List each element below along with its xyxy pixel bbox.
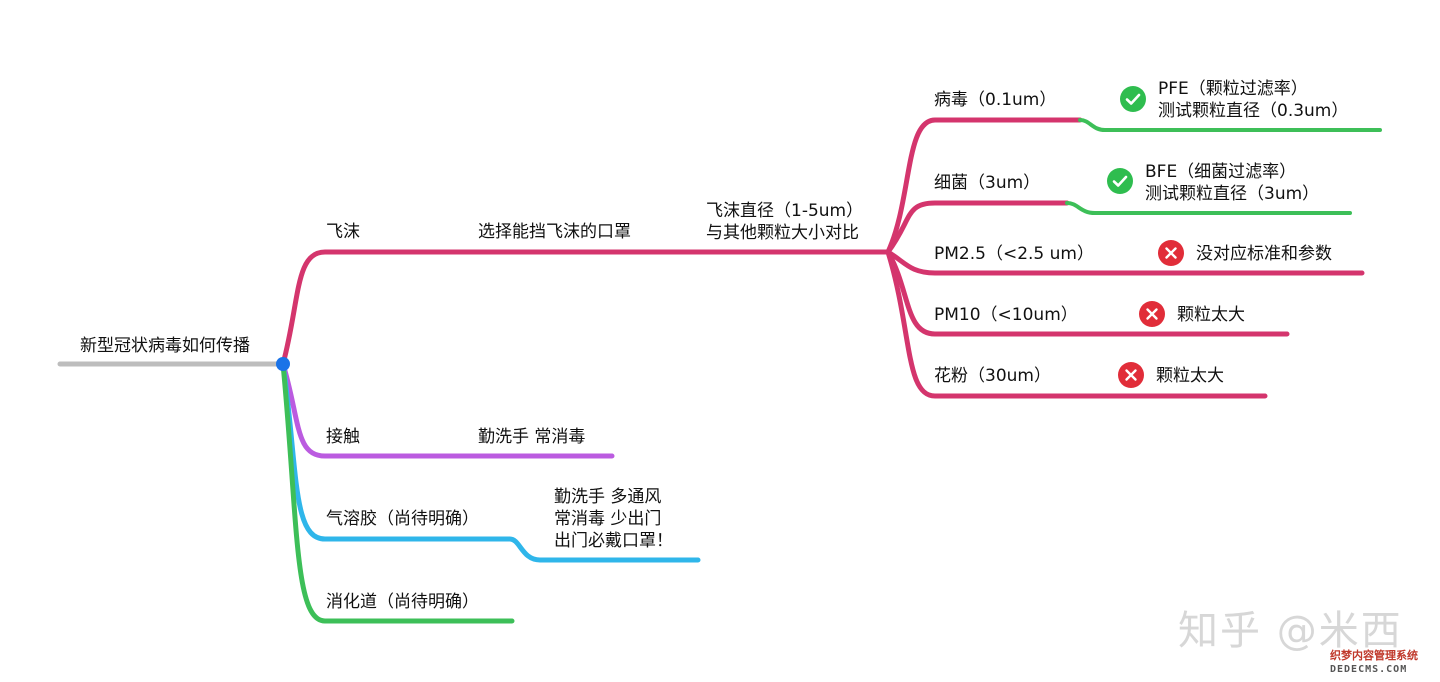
particle-pm10-label[interactable]: PM10（<10um）: [934, 305, 1078, 325]
particle-line-pollen: [885, 249, 1268, 399]
branch-aerosol-advice[interactable]: 勤洗手 多通风 常消毒 少出门 出门必戴口罩！: [554, 487, 673, 551]
watermark-text: 知乎 @米西: [1178, 608, 1403, 654]
particle-pollen-note[interactable]: 颗粒太大: [1156, 366, 1224, 386]
particle-pm25-note[interactable]: 没对应标准和参数: [1196, 244, 1332, 264]
watermark-domain: DEDECMS.COM: [1330, 664, 1408, 675]
branch-droplet-label[interactable]: 飞沫: [326, 222, 360, 242]
particle-pm25-label[interactable]: PM2.5（<2.5 um）: [934, 244, 1094, 264]
note-line-virus: [1078, 118, 1382, 132]
cross-icon: [1158, 240, 1184, 266]
branch-line-digestive: [280, 361, 515, 624]
cross-icon: [1139, 301, 1165, 327]
particle-virus-label[interactable]: 病毒（0.1um）: [934, 90, 1057, 110]
branch-digestive-label[interactable]: 消化道（尚待明确）: [326, 592, 479, 612]
check-icon: [1107, 168, 1133, 194]
branch-line-droplet: [280, 249, 891, 367]
branch-contact-label[interactable]: 接触: [326, 427, 360, 447]
branch-droplet-advice[interactable]: 选择能挡飞沫的口罩: [478, 222, 631, 242]
particle-pm10-note[interactable]: 颗粒太大: [1177, 305, 1245, 325]
particle-bacteria-label[interactable]: 细菌（3um）: [934, 173, 1041, 193]
particle-virus-note[interactable]: PFE（颗粒过滤率） 测试颗粒直径（0.3um）: [1158, 79, 1349, 121]
particle-bacteria-note[interactable]: BFE（细菌过滤率） 测试颗粒直径（3um）: [1145, 162, 1320, 204]
branch-line-contact: [280, 361, 615, 459]
note-line-bacteria: [1065, 201, 1352, 215]
particle-line-pm10: [885, 249, 1290, 337]
branch-droplet-compare[interactable]: 飞沫直径（1-5um） 与其他颗粒大小对比: [706, 201, 864, 243]
branch-aerosol-label[interactable]: 气溶胶（尚待明确）: [326, 509, 479, 529]
particle-pollen-label[interactable]: 花粉（30um）: [934, 366, 1051, 386]
particle-line-pm25: [885, 249, 1365, 276]
watermark-site: 织梦内容管理系统: [1330, 649, 1418, 662]
particle-line-virus: [885, 117, 1083, 255]
particle-line-bacteria: [885, 200, 1070, 255]
root-node-label[interactable]: 新型冠状病毒如何传播: [80, 336, 250, 356]
root-node-dot[interactable]: [276, 357, 290, 371]
cross-icon: [1118, 362, 1144, 388]
branch-contact-advice[interactable]: 勤洗手 常消毒: [478, 427, 586, 447]
check-icon: [1120, 86, 1146, 112]
